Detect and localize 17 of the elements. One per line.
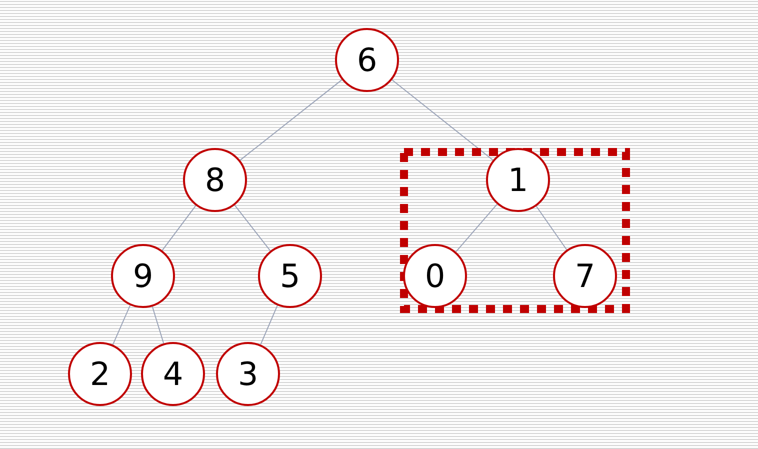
connector-line [392, 79, 494, 161]
node-number: 2 [90, 358, 110, 390]
connector-line [162, 205, 196, 251]
node-number: 7 [574, 260, 596, 292]
connector-line [152, 306, 164, 344]
node-number: 0 [424, 260, 446, 292]
node-number: 9 [132, 260, 154, 292]
connector-line [240, 79, 342, 161]
connector-line [455, 204, 498, 252]
node-number: 5 [280, 260, 300, 292]
node-number: 1 [508, 164, 528, 196]
connector-line [536, 206, 568, 250]
connector-line [234, 204, 271, 252]
node-number: 6 [356, 44, 378, 76]
node-number: 4 [162, 358, 184, 390]
node-number: 8 [204, 164, 226, 196]
node-number: 3 [238, 358, 258, 390]
